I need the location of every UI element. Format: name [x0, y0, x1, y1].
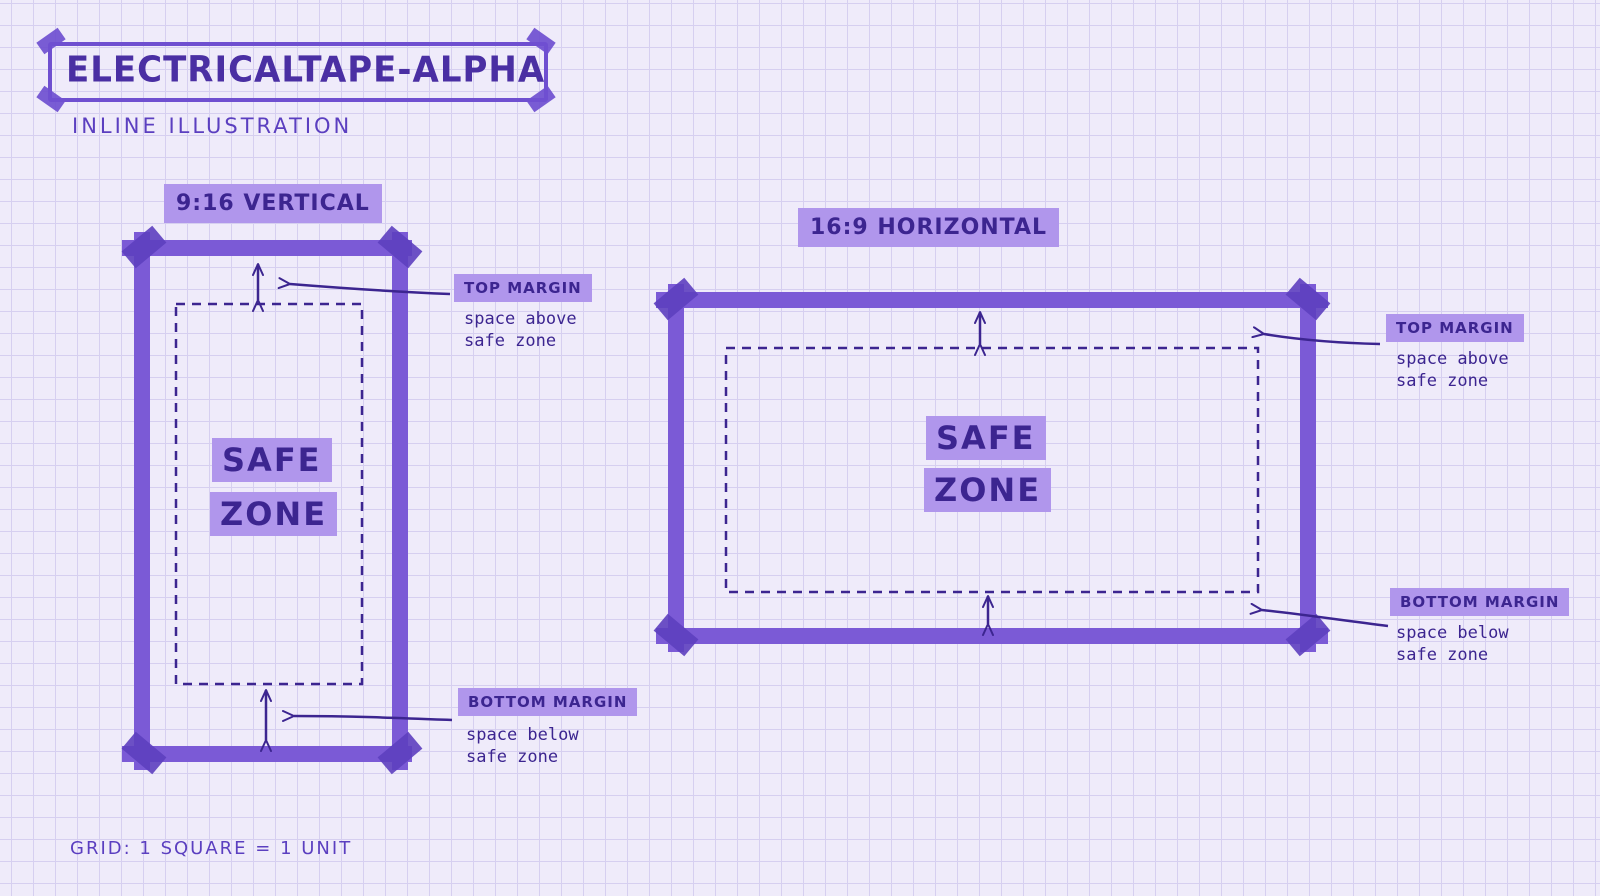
vertical-bottom-callout-arrow — [281, 709, 453, 722]
grid-scale-note: GRID: 1 SQUARE = 1 UNIT — [70, 838, 353, 859]
vertical-bottom-margin-note-line2: safe zone — [466, 747, 559, 767]
horizontal-safe-zone-label-line2: ZONE — [924, 468, 1052, 512]
horizontal-frame — [653, 277, 1331, 657]
horizontal-bottom-margin-label: BOTTOM MARGIN — [1390, 588, 1570, 616]
horizontal-top-callout-arrow — [1251, 326, 1381, 346]
horizontal-bottom-margin-note-line1: space below — [1396, 623, 1509, 643]
vertical-format-label: 9:16 VERTICAL — [164, 184, 382, 223]
horizontal-corner-tape-tr — [1285, 277, 1331, 321]
vertical-frame — [121, 225, 423, 775]
horizontal-corner-tape-bl — [653, 613, 699, 657]
vertical-top-callout-arrow — [277, 277, 451, 296]
horizontal-top-margin-note: space above safe zone — [1396, 348, 1509, 392]
vertical-corner-tape-bl — [121, 731, 167, 775]
vertical-corner-tape-tl — [121, 225, 167, 269]
vertical-safe-zone-label-line2: ZONE — [210, 492, 338, 536]
horizontal-corner-tape-tl — [653, 277, 699, 321]
vertical-top-margin-label: TOP MARGIN — [454, 274, 592, 302]
horizontal-bottom-margin-note: space below safe zone — [1396, 622, 1509, 666]
vertical-corner-tape-br — [377, 731, 423, 775]
horizontal-format-label: 16:9 HORIZONTAL — [798, 208, 1060, 247]
horizontal-corner-tape-br — [1285, 613, 1331, 657]
vertical-bottom-margin-label: BOTTOM MARGIN — [458, 688, 638, 716]
page-title: ELECTRICALTAPE-ALPHA — [66, 49, 546, 91]
horizontal-safe-zone-outline — [724, 346, 1260, 594]
vertical-bottom-margin-note-line1: space below — [466, 725, 579, 745]
horizontal-top-margin-note-line2: safe zone — [1396, 371, 1489, 391]
title-frame — [48, 42, 548, 102]
horizontal-top-margin-label: TOP MARGIN — [1386, 314, 1524, 342]
vertical-safe-zone-outline — [174, 302, 364, 686]
vertical-top-margin-note: space above safe zone — [464, 308, 577, 352]
horizontal-safe-zone-label-line1: SAFE — [926, 416, 1046, 460]
vertical-bottom-margin-note: space below safe zone — [466, 724, 579, 768]
horizontal-top-margin-note-line1: space above — [1396, 349, 1509, 369]
vertical-top-margin-note-line1: space above — [464, 309, 577, 329]
page-subtitle: INLINE ILLUSTRATION — [72, 114, 353, 138]
vertical-corner-tape-tr — [377, 225, 423, 269]
horizontal-bottom-margin-note-line2: safe zone — [1396, 645, 1489, 665]
horizontal-bottom-callout-arrow — [1249, 602, 1389, 628]
vertical-safe-zone-label-line1: SAFE — [212, 438, 332, 482]
vertical-top-margin-note-line2: safe zone — [464, 331, 557, 351]
